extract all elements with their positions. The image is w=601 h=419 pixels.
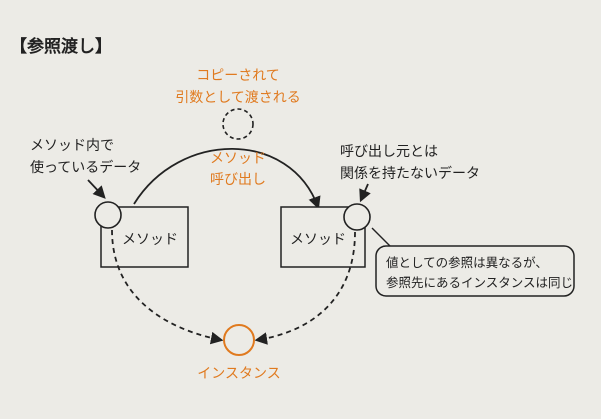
- copied-label-line2: 引数として渡される: [175, 90, 301, 106]
- instance-label: インスタンス: [197, 366, 280, 382]
- method-call-label-line1: メソッド: [210, 151, 266, 167]
- note-callout-box: [375, 245, 575, 297]
- diagram-title: 【参照渡し】: [10, 36, 112, 57]
- right-data-label-line2: 関係を持たないデータ: [340, 165, 480, 182]
- method-call-arrow: [133, 148, 321, 210]
- instance-circle: [223, 324, 255, 356]
- left-data-label-line2: 使っているデータ: [30, 159, 141, 176]
- right-method-label: メソッド: [290, 232, 346, 248]
- right-data-pointer: [359, 183, 371, 203]
- left-data-pointer: [87, 179, 106, 199]
- note-line2: 参照先にあるインスタンスは同じ: [386, 275, 573, 290]
- right-reference-circle: [343, 203, 371, 231]
- copied-reference-circle: [222, 108, 254, 140]
- note-callout-pointer: [371, 227, 391, 247]
- copied-label-line1: コピーされて: [196, 68, 280, 84]
- method-call-label-line2: 呼び出し: [210, 172, 266, 188]
- left-method-label: メソッド: [122, 232, 178, 248]
- left-data-label-line1: メソッド内で: [30, 138, 114, 154]
- right-reference-arrow: [254, 231, 356, 345]
- note-line1: 値としての参照は異なるが、: [386, 255, 548, 270]
- right-data-label-line1: 呼び出し元とは: [340, 144, 438, 160]
- left-reference-circle: [94, 201, 122, 229]
